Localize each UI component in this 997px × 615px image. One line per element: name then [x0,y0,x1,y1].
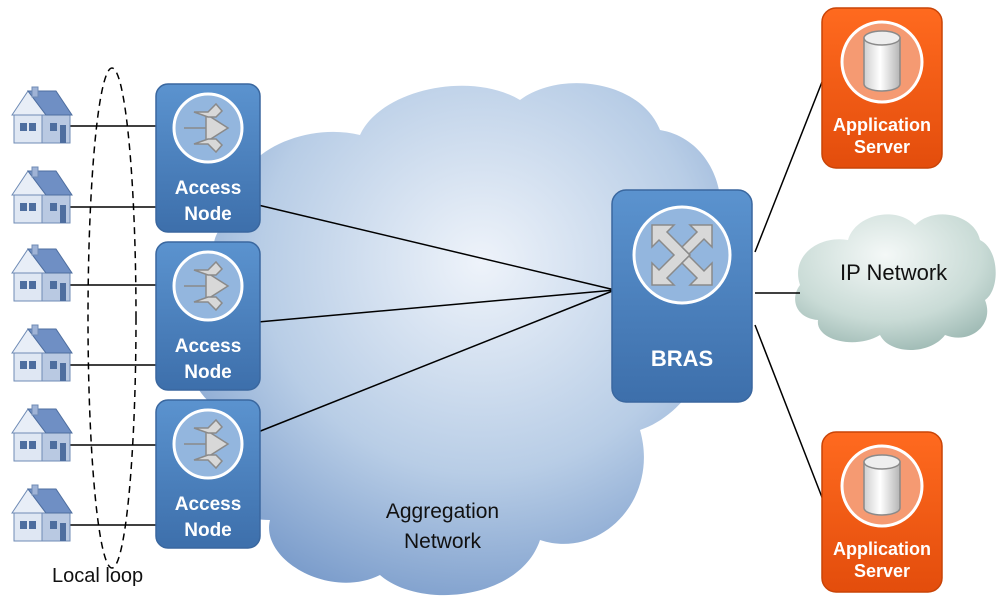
router-icon [184,260,230,312]
uplink-line [257,204,616,291]
uplink-line [257,289,616,433]
app-server-1-line1: Application [833,115,931,135]
bras-label: BRAS [650,346,714,371]
router-icon [184,418,230,470]
access-node-2-label: Access Node [156,334,260,386]
uplink-line [257,289,616,323]
core-line [754,81,823,253]
local-loop-label: Local loop [52,565,144,587]
access-node-1-line2: Node [184,204,232,225]
access-node-1 [155,83,261,233]
aggregation-label-line2: Network [403,530,482,553]
router-icon [184,102,230,154]
access-node-3-label: Access Node [156,492,260,544]
access-node-2 [155,241,261,391]
app-server-1 [821,7,943,169]
app-server-1-label: Application Server [822,114,942,158]
database-icon [863,454,901,516]
aggregation-label-line1: Aggregation [385,500,500,523]
local-loop-lines [70,125,158,526]
core-lines [754,81,826,506]
aggregation-label: Aggregation Network [360,497,525,557]
house-icon [11,244,73,302]
access-node-2-line2: Node [184,362,232,383]
bras-node [611,189,753,403]
access-node-3 [155,399,261,549]
house-icon [11,484,73,542]
app-server-2-label: Application Server [822,538,942,582]
switch-icon [651,224,713,286]
database-icon [863,30,901,92]
access-node-3-line2: Node [184,520,232,541]
app-server-2 [821,431,943,593]
house-icon [11,86,73,144]
house-icon [11,404,73,462]
uplink-lines [257,204,616,433]
house-icon [11,166,73,224]
ip-network-label: IP Network [840,260,948,285]
access-node-3-line1: Access [174,494,242,515]
access-node-1-line1: Access [174,178,242,199]
access-node-2-line1: Access [174,336,242,357]
house-icon [11,324,73,382]
houses-group [11,86,73,542]
local-loop-ellipse [87,67,137,569]
app-server-1-line2: Server [853,137,911,157]
app-server-2-line2: Server [853,561,911,581]
ip-network-cloud [795,214,996,350]
aggregation-cloud [187,83,721,596]
access-node-1-label: Access Node [156,176,260,228]
core-line [754,324,826,506]
app-server-2-line1: Application [833,539,931,559]
